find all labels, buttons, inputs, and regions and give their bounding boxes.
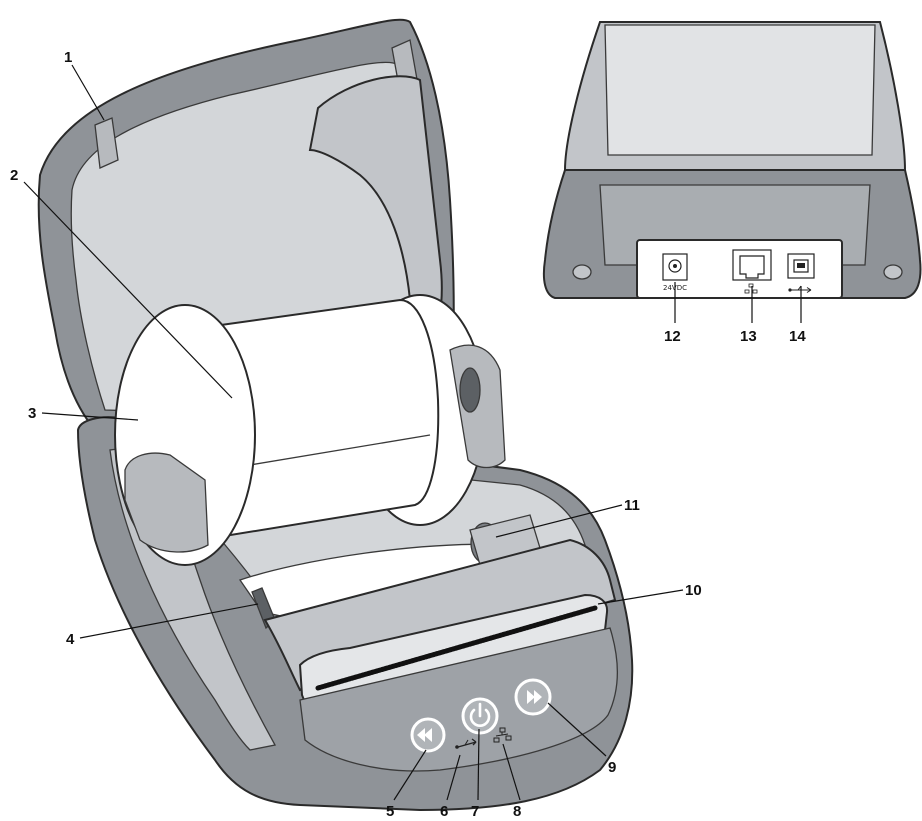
leader-8 bbox=[502, 743, 521, 801]
leader-5 bbox=[393, 749, 427, 801]
leader-1 bbox=[71, 64, 105, 121]
forward-feed-button[interactable] bbox=[514, 678, 552, 716]
callout-9: 9 bbox=[608, 759, 616, 776]
reverse-feed-button[interactable] bbox=[410, 717, 446, 753]
network-status-icon bbox=[493, 727, 512, 743]
power-port[interactable] bbox=[662, 253, 688, 281]
rear-foot-left bbox=[572, 264, 592, 280]
callout-numbers: 1 2 3 4 5 6 7 8 9 10 11 12 13 14 bbox=[10, 49, 806, 820]
rear-foot-right bbox=[883, 264, 903, 280]
leader-11 bbox=[495, 504, 623, 538]
callout-12: 12 bbox=[664, 328, 681, 345]
label-roll-seam bbox=[219, 434, 431, 471]
callout-10: 10 bbox=[685, 582, 702, 599]
callout-3: 3 bbox=[28, 405, 36, 422]
callout-5: 5 bbox=[386, 803, 394, 820]
leader-4 bbox=[79, 603, 259, 639]
leader-3 bbox=[41, 412, 139, 421]
callout-8: 8 bbox=[513, 803, 521, 820]
callout-2: 2 bbox=[10, 167, 18, 184]
label-exit-slot bbox=[315, 605, 598, 691]
forward-feed-icon bbox=[527, 690, 542, 704]
leader-10 bbox=[597, 589, 684, 605]
rear-lid-center bbox=[604, 24, 876, 156]
leader-2 bbox=[23, 181, 233, 399]
spool-hub-right bbox=[459, 367, 481, 413]
printer-rear-view: 24VDC bbox=[542, 21, 922, 299]
ethernet-icon bbox=[744, 283, 758, 294]
callout-13: 13 bbox=[740, 328, 757, 345]
leader-6 bbox=[446, 754, 461, 801]
power-icon bbox=[469, 708, 491, 727]
leader-9 bbox=[547, 702, 607, 757]
callout-14: 14 bbox=[789, 328, 806, 345]
usb-status-icon bbox=[455, 738, 477, 749]
usb-port[interactable] bbox=[787, 253, 815, 279]
lid-hinge-left bbox=[94, 117, 119, 169]
leader-lines bbox=[23, 64, 802, 801]
callout-11: 11 bbox=[624, 497, 640, 514]
ethernet-port[interactable] bbox=[732, 249, 772, 281]
power-button[interactable] bbox=[461, 697, 499, 735]
spool-lock-left bbox=[124, 452, 209, 553]
callout-6: 6 bbox=[440, 803, 448, 820]
callout-1: 1 bbox=[64, 49, 72, 66]
reverse-feed-icon bbox=[417, 728, 432, 742]
callout-7: 7 bbox=[471, 803, 479, 820]
printer-front-view bbox=[37, 18, 634, 812]
callout-4: 4 bbox=[66, 631, 75, 648]
front-face bbox=[299, 627, 618, 772]
leader-7 bbox=[477, 728, 480, 801]
